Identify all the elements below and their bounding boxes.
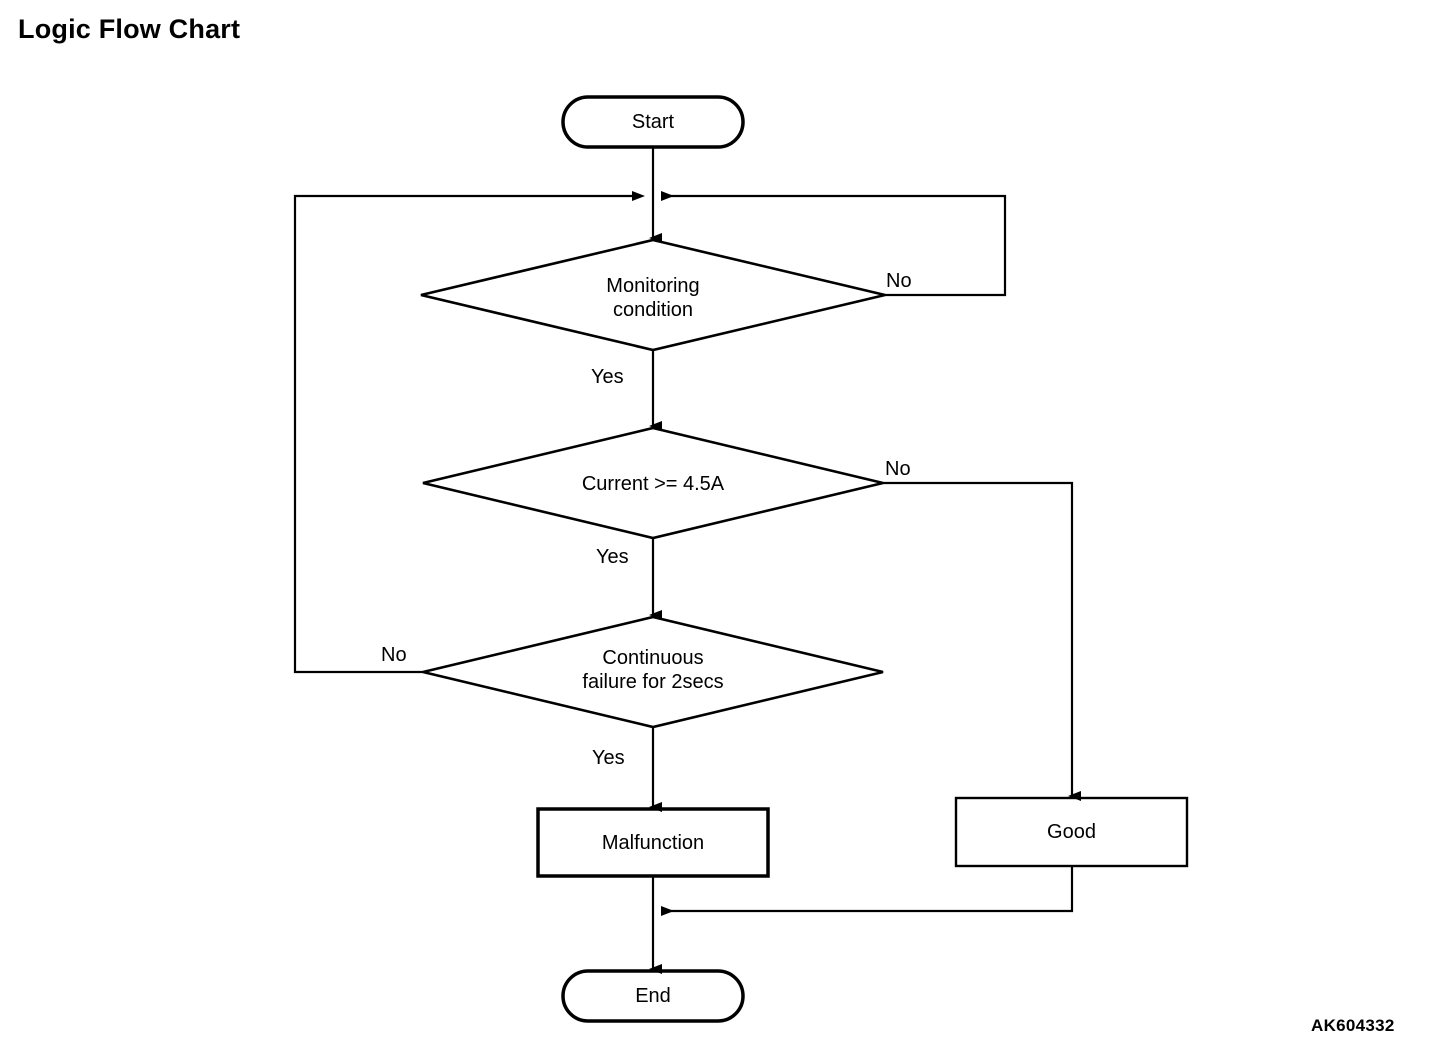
node-current-shape <box>422 426 884 540</box>
reference-code: AK604332 <box>1311 1016 1395 1035</box>
edge-monitoring-no <box>661 191 1007 297</box>
node-monitoring-shape <box>420 238 886 352</box>
node-start-shape <box>561 95 745 149</box>
edge-current-no <box>883 481 1081 801</box>
node-continuous-shape <box>422 615 884 729</box>
node-malfunction-shape <box>536 807 770 878</box>
node-good-shape <box>954 796 1189 868</box>
node-end-shape <box>561 969 745 1023</box>
page-title: Logic Flow Chart <box>18 14 241 44</box>
edge-good-to-merge <box>661 866 1074 916</box>
edge-continuous-no <box>293 191 645 674</box>
